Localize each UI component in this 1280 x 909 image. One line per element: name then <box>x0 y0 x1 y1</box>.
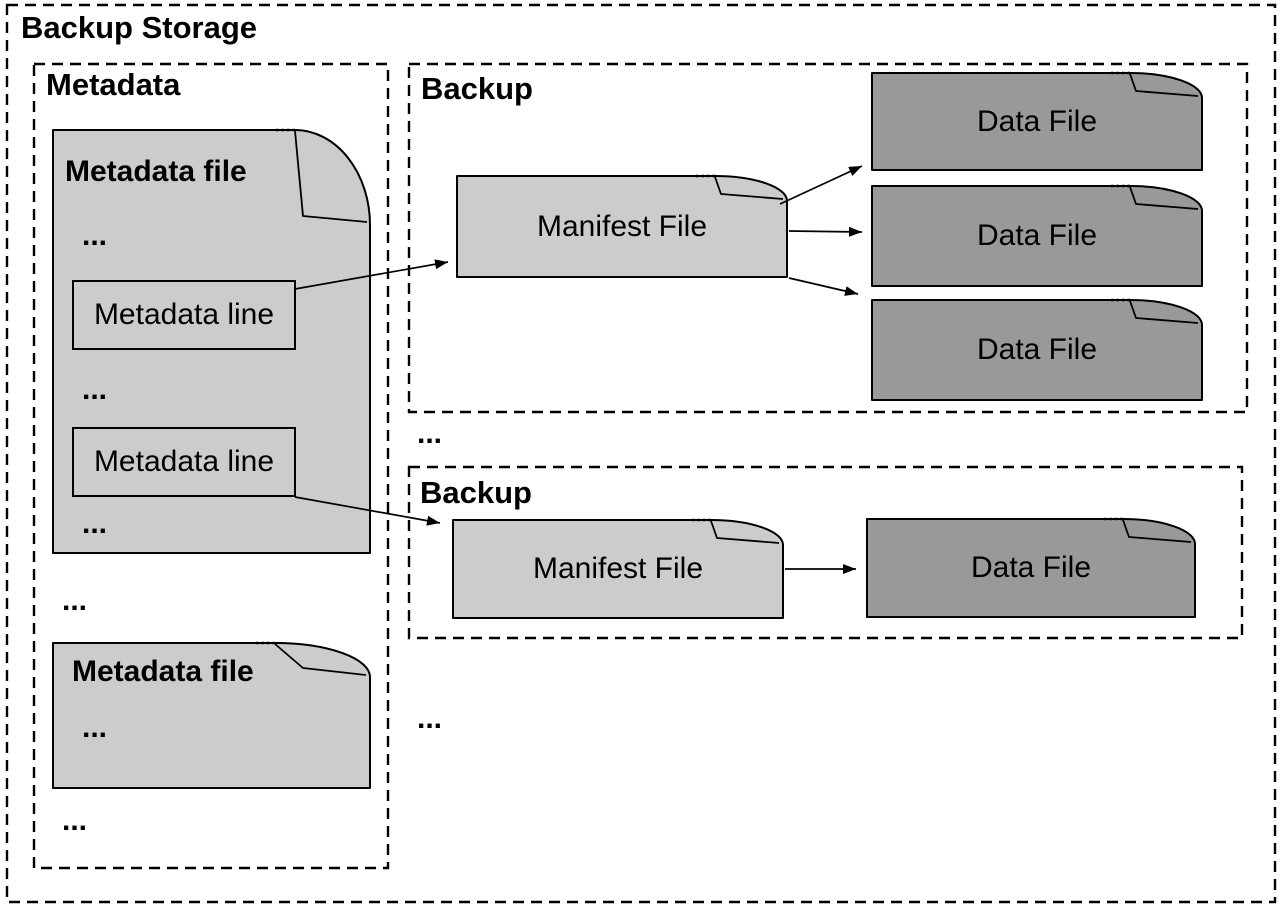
backup-storage-label: Backup Storage <box>21 10 258 45</box>
data-file-4-label: Data File <box>970 551 1092 584</box>
metadata-file-2-title: Metadata file <box>72 655 254 688</box>
metadata-line-2-box <box>72 427 296 497</box>
ellipsis-below-metadata-file-2: ... <box>62 804 88 837</box>
ellipsis-metadata-file-1-bottom: ... <box>82 507 108 540</box>
metadata-line-1-label: Metadata line <box>93 298 275 331</box>
arrow-metadata-line-2-to-manifest-2 <box>294 496 441 526</box>
manifest-file-1-shape <box>456 174 788 278</box>
data-file-3-shape <box>871 298 1203 401</box>
data-file-1-shape <box>871 71 1203 171</box>
data-file-1-label: Data File <box>976 104 1098 138</box>
ellipsis-below-backup-2: ... <box>417 702 443 735</box>
metadata-container-box <box>32 62 390 870</box>
data-file-2-shape <box>871 184 1203 287</box>
manifest-file-1-label: Manifest File <box>536 209 708 243</box>
metadata-line-2-label: Metadata line <box>93 445 275 478</box>
ellipsis-metadata-file-2: ... <box>82 711 108 744</box>
arrow-manifest-1-to-data-file-1 <box>779 165 863 205</box>
ellipsis-metadata-file-1-top: ... <box>82 219 108 252</box>
data-file-3-label: Data File <box>976 333 1098 366</box>
data-file-2-label: Data File <box>976 219 1098 252</box>
ellipsis-between-backups: ... <box>417 417 443 450</box>
metadata-section-label: Metadata <box>46 67 181 102</box>
backup-1-label: Backup <box>421 71 533 106</box>
metadata-file-1-title: Metadata file <box>65 155 247 188</box>
data-file-4-shape <box>866 517 1196 618</box>
manifest-file-2-shape <box>452 518 784 619</box>
metadata-line-1-box <box>72 280 296 350</box>
backup-storage-container-box <box>5 3 1277 904</box>
ellipsis-between-metadata-files: ... <box>62 584 88 617</box>
backup-2-container-box <box>407 465 1244 640</box>
backup-1-container-box <box>407 62 1249 414</box>
backup-2-label: Backup <box>420 475 532 510</box>
arrow-manifest-1-to-data-file-2 <box>788 226 863 237</box>
arrow-manifest-1-to-data-file-3 <box>788 277 859 296</box>
ellipsis-metadata-file-1-middle: ... <box>82 373 108 406</box>
metadata-file-2-shape <box>52 641 371 789</box>
arrow-metadata-line-1-to-manifest-1 <box>294 259 449 290</box>
manifest-file-2-label: Manifest File <box>532 552 704 585</box>
